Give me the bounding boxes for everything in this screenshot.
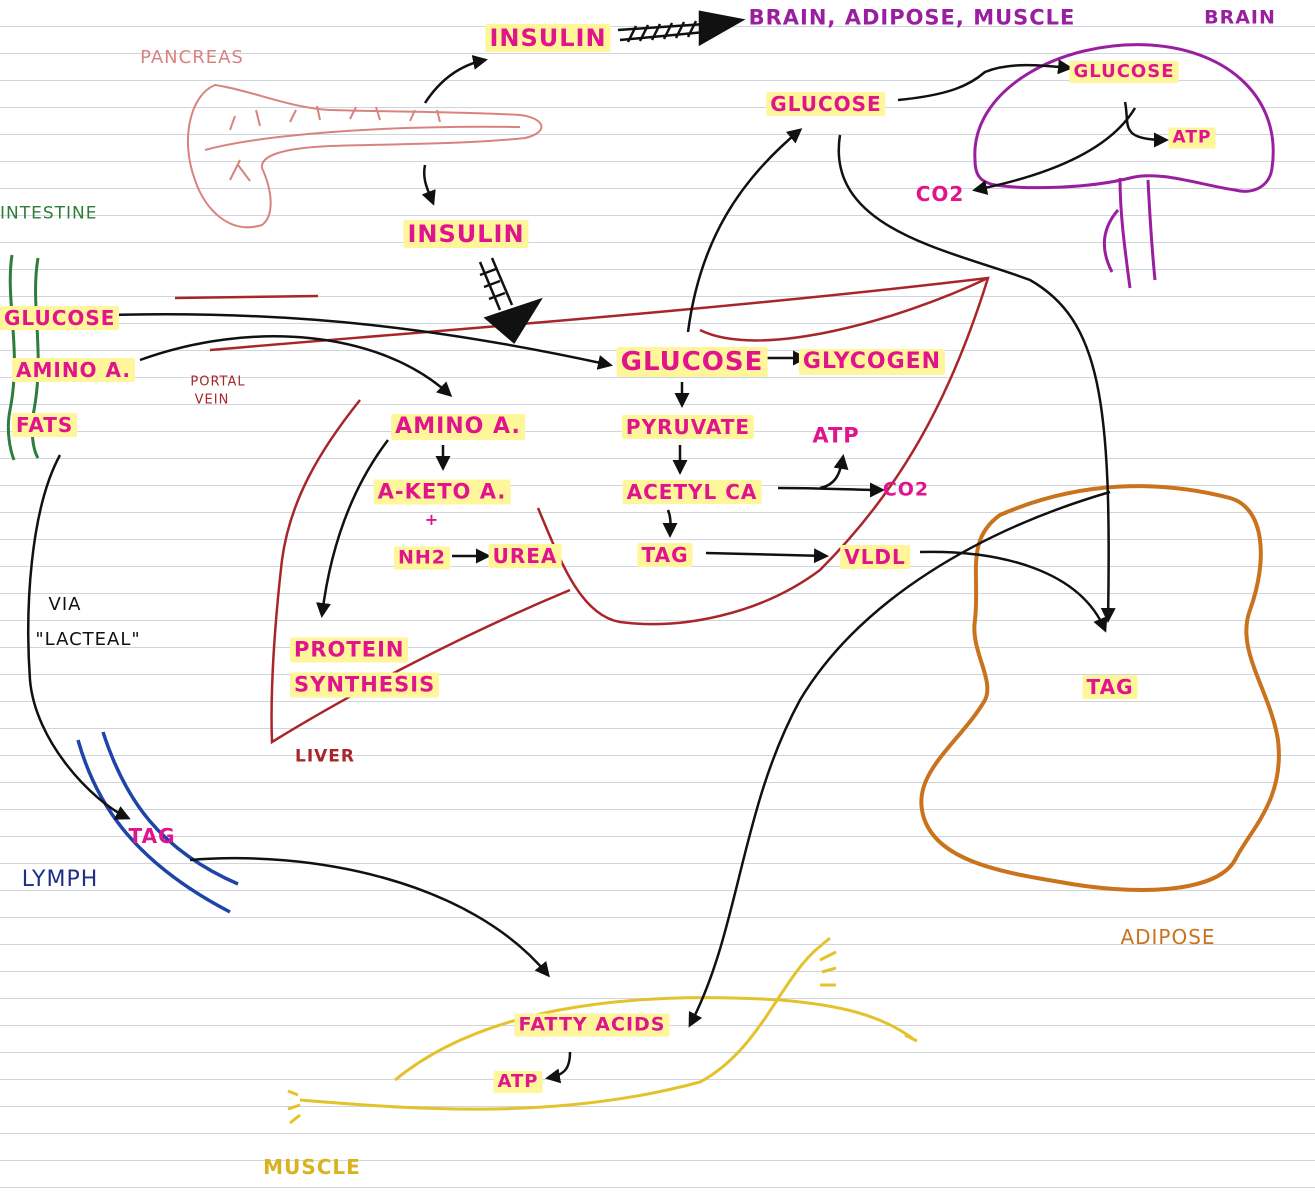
liver-keto-label: A-KETO A. [373, 479, 511, 505]
liver-pyruvate-label: PYRUVATE [621, 415, 755, 439]
liver-protein-label-1: PROTEIN [290, 637, 409, 663]
adipose-label: ADIPOSE [1120, 925, 1216, 949]
arrow-fats-lymph [27, 454, 131, 820]
liver-tag-label: TAG [637, 543, 693, 567]
intestine-shape [6, 254, 40, 461]
liver-protein-label-2: SYNTHESIS [290, 672, 440, 698]
arrow-brain-co2 [972, 107, 1137, 195]
brain-glucose-label: GLUCOSE [1069, 61, 1179, 83]
arrow-muscle-atp [545, 1051, 572, 1084]
brain-co2-label: CO2 [915, 182, 965, 206]
insulin-targets-label: BRAIN, ADIPOSE, MUSCLE [748, 5, 1076, 30]
liver-plus-label: + [424, 510, 440, 529]
liver-glycogen-label: GLYCOGEN [798, 349, 946, 375]
liver-shape [174, 276, 990, 745]
muscle-atp-label: ATP [493, 1071, 543, 1093]
blood-glucose-label: GLUCOSE [766, 92, 886, 116]
hatched-down-arrow-icon [478, 257, 543, 344]
liver-atp-label: ATP [812, 423, 860, 448]
pancreas-label: PANCREAS [140, 47, 244, 68]
liver-acetyl-label: ACETYL CA [622, 480, 762, 504]
liver-nh-label: NH2 [393, 546, 451, 570]
intestine-label: INTESTINE [0, 203, 98, 224]
arrow-intestine-amino-liver [139, 335, 453, 398]
lacteal-label-2: "LACTEAL" [35, 629, 141, 650]
arrow-glucose-brain [897, 59, 1073, 102]
arrow-pancreas-insulin-top [423, 55, 488, 104]
arrow-intestine-glucose-liver [109, 313, 613, 370]
arrow-liver-glucose-blood [686, 128, 803, 333]
lymph-shape [76, 731, 239, 914]
portal-vein-label-2: VEIN [194, 392, 230, 408]
liver-vldl-label: VLDL [840, 545, 910, 569]
liver-label: LIVER [294, 746, 356, 767]
arrows [27, 55, 1169, 1084]
brain-shape [973, 43, 1275, 289]
arrow-acetyl-atp [819, 454, 849, 490]
liver-co2-label: CO2 [882, 478, 930, 501]
intestine-glucose-label: GLUCOSE [0, 306, 120, 330]
lymph-tag-label: TAG [128, 824, 176, 848]
arrow-tag-vldl [705, 548, 829, 564]
lymph-label: LYMPH [21, 867, 99, 892]
lacteal-label-1: VIA [48, 594, 82, 615]
portal-vein-label-1: PORTAL [190, 374, 246, 390]
muscle-label: MUSCLE [263, 1155, 361, 1179]
hatched-insulin-arrow-icon [617, 10, 746, 47]
insulin-down-label: INSULIN [403, 220, 529, 248]
insulin-top-label: INSULIN [485, 24, 611, 52]
muscle-fatty-acids-label: FATTY ACIDS [514, 1013, 670, 1037]
liver-urea-label: UREA [488, 544, 562, 568]
brain-atp-label: ATP [1168, 127, 1216, 149]
adipose-tag-label: TAG [1082, 675, 1138, 699]
arrow-amino-protein [316, 439, 389, 618]
arrow-adipose-muscle [688, 490, 1111, 1028]
arrow-vldl-adipose [919, 550, 1108, 633]
arrow-glucose-adipose [837, 134, 1116, 623]
liver-glucose-label: GLUCOSE [616, 347, 768, 377]
intestine-amino-label: AMINO A. [12, 358, 135, 382]
brain-label: BRAIN [1204, 6, 1276, 29]
adipose-shape [919, 484, 1281, 892]
arrow-acetyl-co2 [777, 482, 885, 498]
intestine-fats-label: FATS [12, 413, 78, 437]
arrow-lymph-muscle [189, 856, 550, 978]
arrow-brain-atp [1123, 101, 1169, 148]
pancreas-shape [187, 83, 543, 229]
arrow-acetyl-tag [662, 509, 678, 538]
liver-amino-label: AMINO A. [391, 414, 525, 440]
arrow-pancreas-insulin-down [421, 164, 436, 206]
